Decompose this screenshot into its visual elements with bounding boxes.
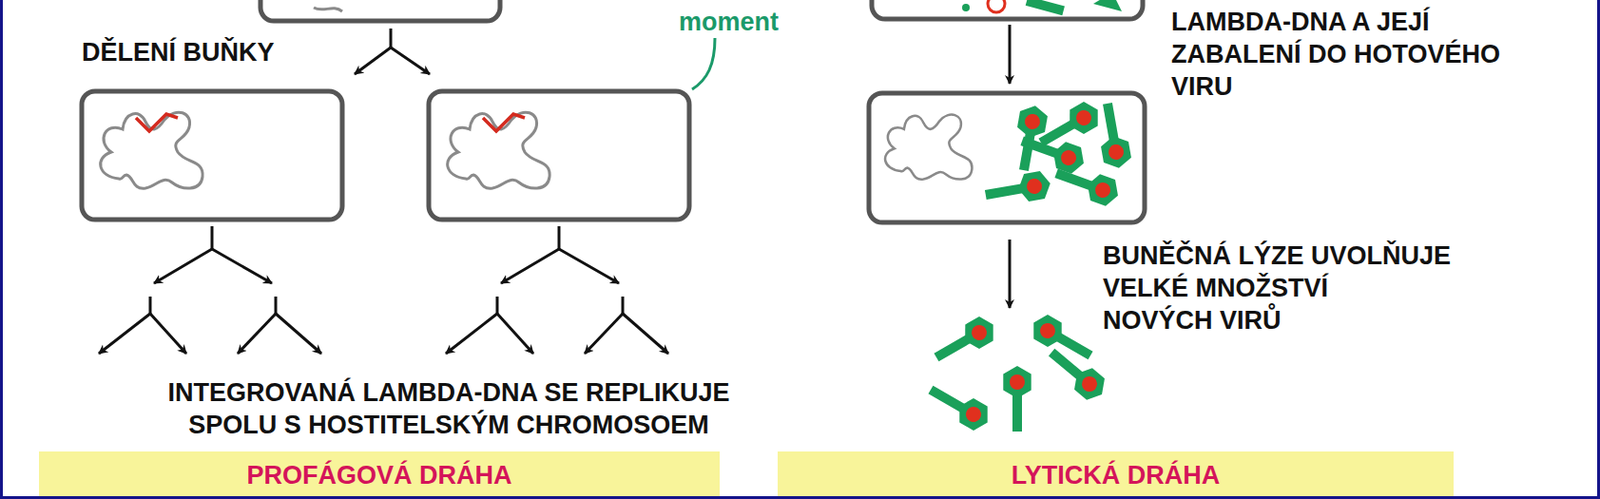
caption-text: DĚLENÍ BUŇKY [81,36,275,69]
pathway-band: PROFÁGOVÁ DRÁHA [38,451,720,499]
caption-text: INTEGROVANÁ LAMBDA-DNA SE REPLIKUJE SPOL… [68,376,829,442]
band-title: PROFÁGOVÁ DRÁHA [246,461,512,491]
caption-text: LAMBDA-DNA A JEJÍ ZABALENÍ DO HOTOVÉHO V… [1171,5,1501,103]
pathway-band: LYTICKÁ DRÁHA [777,451,1454,499]
band-title: LYTICKÁ DRÁHA [1011,461,1221,491]
moment-note: moment [678,5,779,39]
caption-text: BUNĚČNÁ LÝZE UVOLŇUJE VELKÉ MNOŽSTVÍ NOV… [1102,239,1451,337]
